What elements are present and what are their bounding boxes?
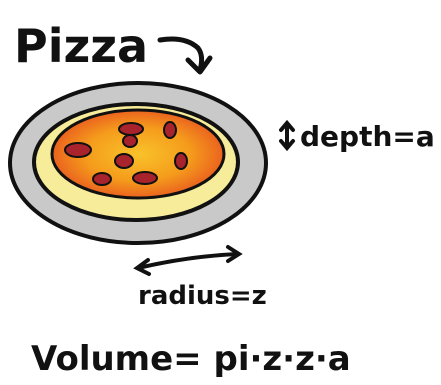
pepperoni [132, 171, 158, 185]
double-arrow-vertical-icon [279, 119, 295, 152]
pepperoni [174, 152, 188, 170]
pepperoni [64, 142, 92, 158]
radius-label: radius=z [138, 281, 267, 311]
pepperoni-group [64, 121, 188, 186]
pepperoni [114, 153, 134, 169]
double-arrow-horizontal-icon [133, 245, 243, 276]
title-text: Pizza [14, 19, 148, 73]
pepperoni [122, 134, 138, 148]
pepperoni [118, 122, 144, 136]
pepperoni [92, 172, 112, 186]
pepperoni [163, 121, 177, 139]
curved-arrow-icon [157, 36, 213, 75]
depth-label: depth=a [300, 120, 435, 153]
volume-formula: Volume= pi·z·z·a [31, 339, 351, 379]
